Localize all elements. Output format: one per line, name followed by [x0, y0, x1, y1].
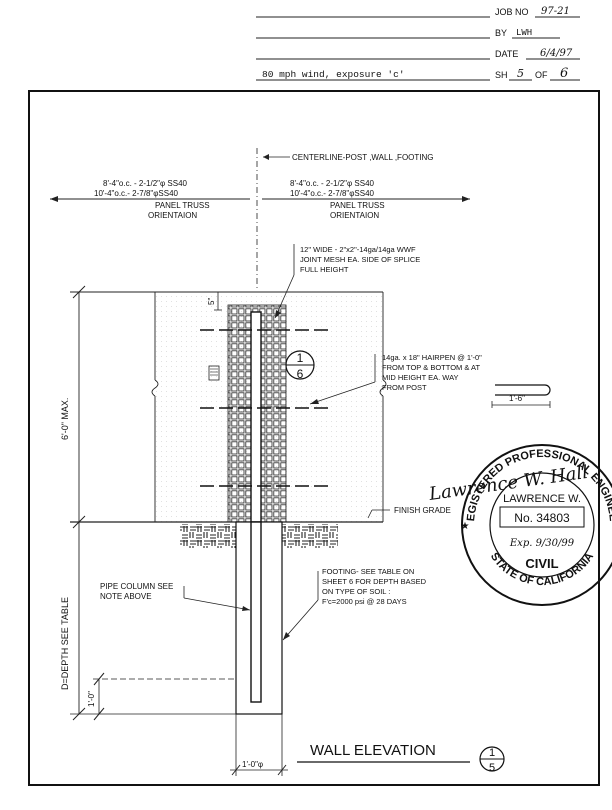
footing-note: FOOTING- SEE TABLE ON SHEET 6 FOR DEPTH … — [282, 567, 427, 641]
left-panel-2: ORIENTAION — [148, 211, 197, 220]
sheet-total: 6 — [560, 66, 568, 81]
star-icon-left: ★ — [461, 521, 470, 532]
footing-width-label: 1'-0"φ — [242, 760, 263, 769]
stamp-license: No. 34803 — [514, 511, 570, 525]
right-panel-2: ORIENTAION — [330, 211, 379, 220]
sheet-label: SH — [495, 70, 508, 80]
depth-dimension: D=DEPTH SEE TABLE — [60, 522, 236, 721]
stamp-expiry: Exp. 9/30/99 — [509, 538, 575, 549]
depth-label: D=DEPTH SEE TABLE — [60, 597, 70, 690]
finish-grade-label: FINISH GRADE — [394, 506, 451, 515]
sheet-number: 5 — [517, 67, 524, 80]
title-block: JOB NO 97-21 BY LWH DATE 6/4/97 80 mph w… — [256, 6, 580, 81]
five-inch-dimension: 5" — [207, 291, 222, 311]
footing-note-2: SHEET 6 FOR DEPTH BASED — [322, 577, 427, 586]
mesh-note-1: 12" WIDE - 2"x2"-14ga/14ga WWF — [300, 245, 416, 254]
mesh-note-3: FULL HEIGHT — [300, 265, 349, 274]
left-panel-1: PANEL TRUSS — [155, 201, 210, 210]
hairpin-note-4: FROM POST — [382, 383, 427, 392]
footing-note-3: ON TYPE OF SOIL : — [322, 587, 390, 596]
footing-note-1: FOOTING- SEE TABLE ON — [322, 567, 414, 576]
detail-bottom-number: 6 — [297, 367, 304, 381]
detail-callout-1-6: 1 6 — [285, 350, 315, 381]
left-spec-2: 10'-4"o.c.- 2-7/8"φSS40 — [94, 189, 179, 198]
mesh-note-2: JOINT MESH EA. SIDE OF SPLICE — [300, 255, 420, 264]
left-spec-1: 8'-4"o.c. - 2-1/2"φ SS40 — [103, 179, 188, 188]
one-foot-label: 1'-0" — [87, 691, 96, 707]
right-spec-1: 8'-4"o.c. - 2-1/2"φ SS40 — [290, 179, 375, 188]
wall-height-label: 6'-0" MAX. — [60, 398, 70, 440]
finish-grade-leader: FINISH GRADE — [367, 506, 451, 519]
hairpin-dim-label: 1'-6" — [509, 394, 525, 403]
elevation-ref-top: 1 — [489, 747, 495, 759]
hairpin-note-1: 14ga. x 18" HAIRPEN @ 1'-0" — [382, 353, 482, 362]
right-spec-2: 10'-4"o.c.- 2-7/8"φSS40 — [290, 189, 375, 198]
hairpin-leader: 14ga. x 18" HAIRPEN @ 1'-0" FROM TOP & B… — [309, 353, 551, 408]
one-foot-dimension: 1'-0" — [87, 672, 236, 721]
dim-5in-label: 5" — [207, 298, 216, 305]
by-label: BY — [495, 28, 507, 38]
elevation-ref-bottom: 5 — [489, 762, 495, 774]
elevation-title-block: WALL ELEVATION 1 5 — [297, 742, 505, 774]
hairpins — [200, 329, 330, 487]
of-label: OF — [535, 70, 548, 80]
job-no-value: 97-21 — [541, 6, 570, 17]
mesh-leader: 12" WIDE - 2"x2"-14ga/14ga WWF JOINT MES… — [274, 244, 420, 319]
footing — [235, 521, 283, 715]
stamp-name: LAWRENCE W. — [503, 493, 581, 505]
hairpin-icon — [495, 384, 551, 396]
pipe-note-2: NOTE ABOVE — [100, 592, 152, 601]
date-value: 6/4/97 — [540, 48, 573, 59]
soil-hatch — [180, 524, 338, 548]
hairpin-note-2: FROM TOP & BOTTOM & AT — [382, 363, 480, 372]
joint-mesh — [227, 304, 287, 523]
pipe-column-note: PIPE COLUMN SEE NOTE ABOVE — [100, 582, 251, 611]
hairpin-note-3: MID HEIGHT EA. WAY — [382, 373, 459, 382]
right-panel-1: PANEL TRUSS — [330, 201, 385, 210]
footing-width-dimension: 1'-0"φ — [230, 714, 288, 776]
footing-note-4: F'c=2000 psi @ 28 DAYS — [322, 597, 407, 606]
centerline: CENTERLINE-POST ,WALL ,FOOTING — [256, 148, 434, 290]
wall-height-dimension: 6'-0" MAX. — [60, 285, 86, 529]
job-description: 80 mph wind, exposure 'c' — [262, 69, 405, 80]
date-label: DATE — [495, 49, 518, 59]
by-value: LWH — [516, 28, 532, 38]
centerline-note: CENTERLINE-POST ,WALL ,FOOTING — [292, 153, 434, 162]
detail-top-number: 1 — [297, 351, 304, 365]
stamp-discipline: CIVIL — [525, 556, 558, 571]
elevation-title: WALL ELEVATION — [310, 742, 436, 759]
drawing-border — [28, 90, 600, 786]
job-no-label: JOB NO — [495, 7, 529, 17]
panel-truss-orientation: 8'-4"o.c. - 2-1/2"φ SS40 10'-4"o.c.- 2-7… — [50, 179, 470, 220]
pipe-note-1: PIPE COLUMN SEE — [100, 582, 173, 591]
